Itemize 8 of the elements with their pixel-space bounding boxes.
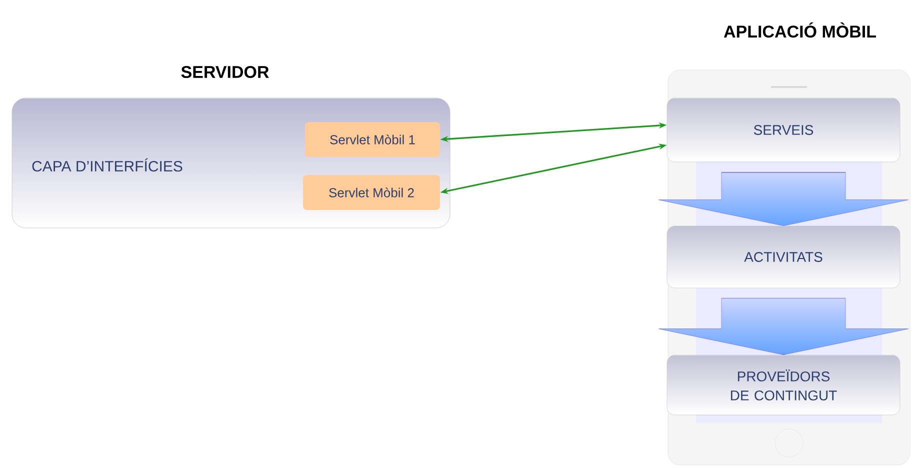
layer-label: CAPA D’INTERFÍCIES — [32, 158, 182, 172]
heading: APLICACIÓ MÒBIL — [724, 22, 876, 38]
layer-box: ACTIVITATS — [666, 226, 900, 288]
servlet-box: Servlet Mòbil 1 — [305, 122, 440, 157]
layer-box: SERVEIS — [666, 98, 900, 162]
layer-box: PROVEÏDORS DE CONTINGUT — [666, 354, 900, 416]
servlet-box: Servlet Mòbil 2 — [303, 175, 440, 210]
heading: SERVIDOR — [181, 66, 269, 78]
